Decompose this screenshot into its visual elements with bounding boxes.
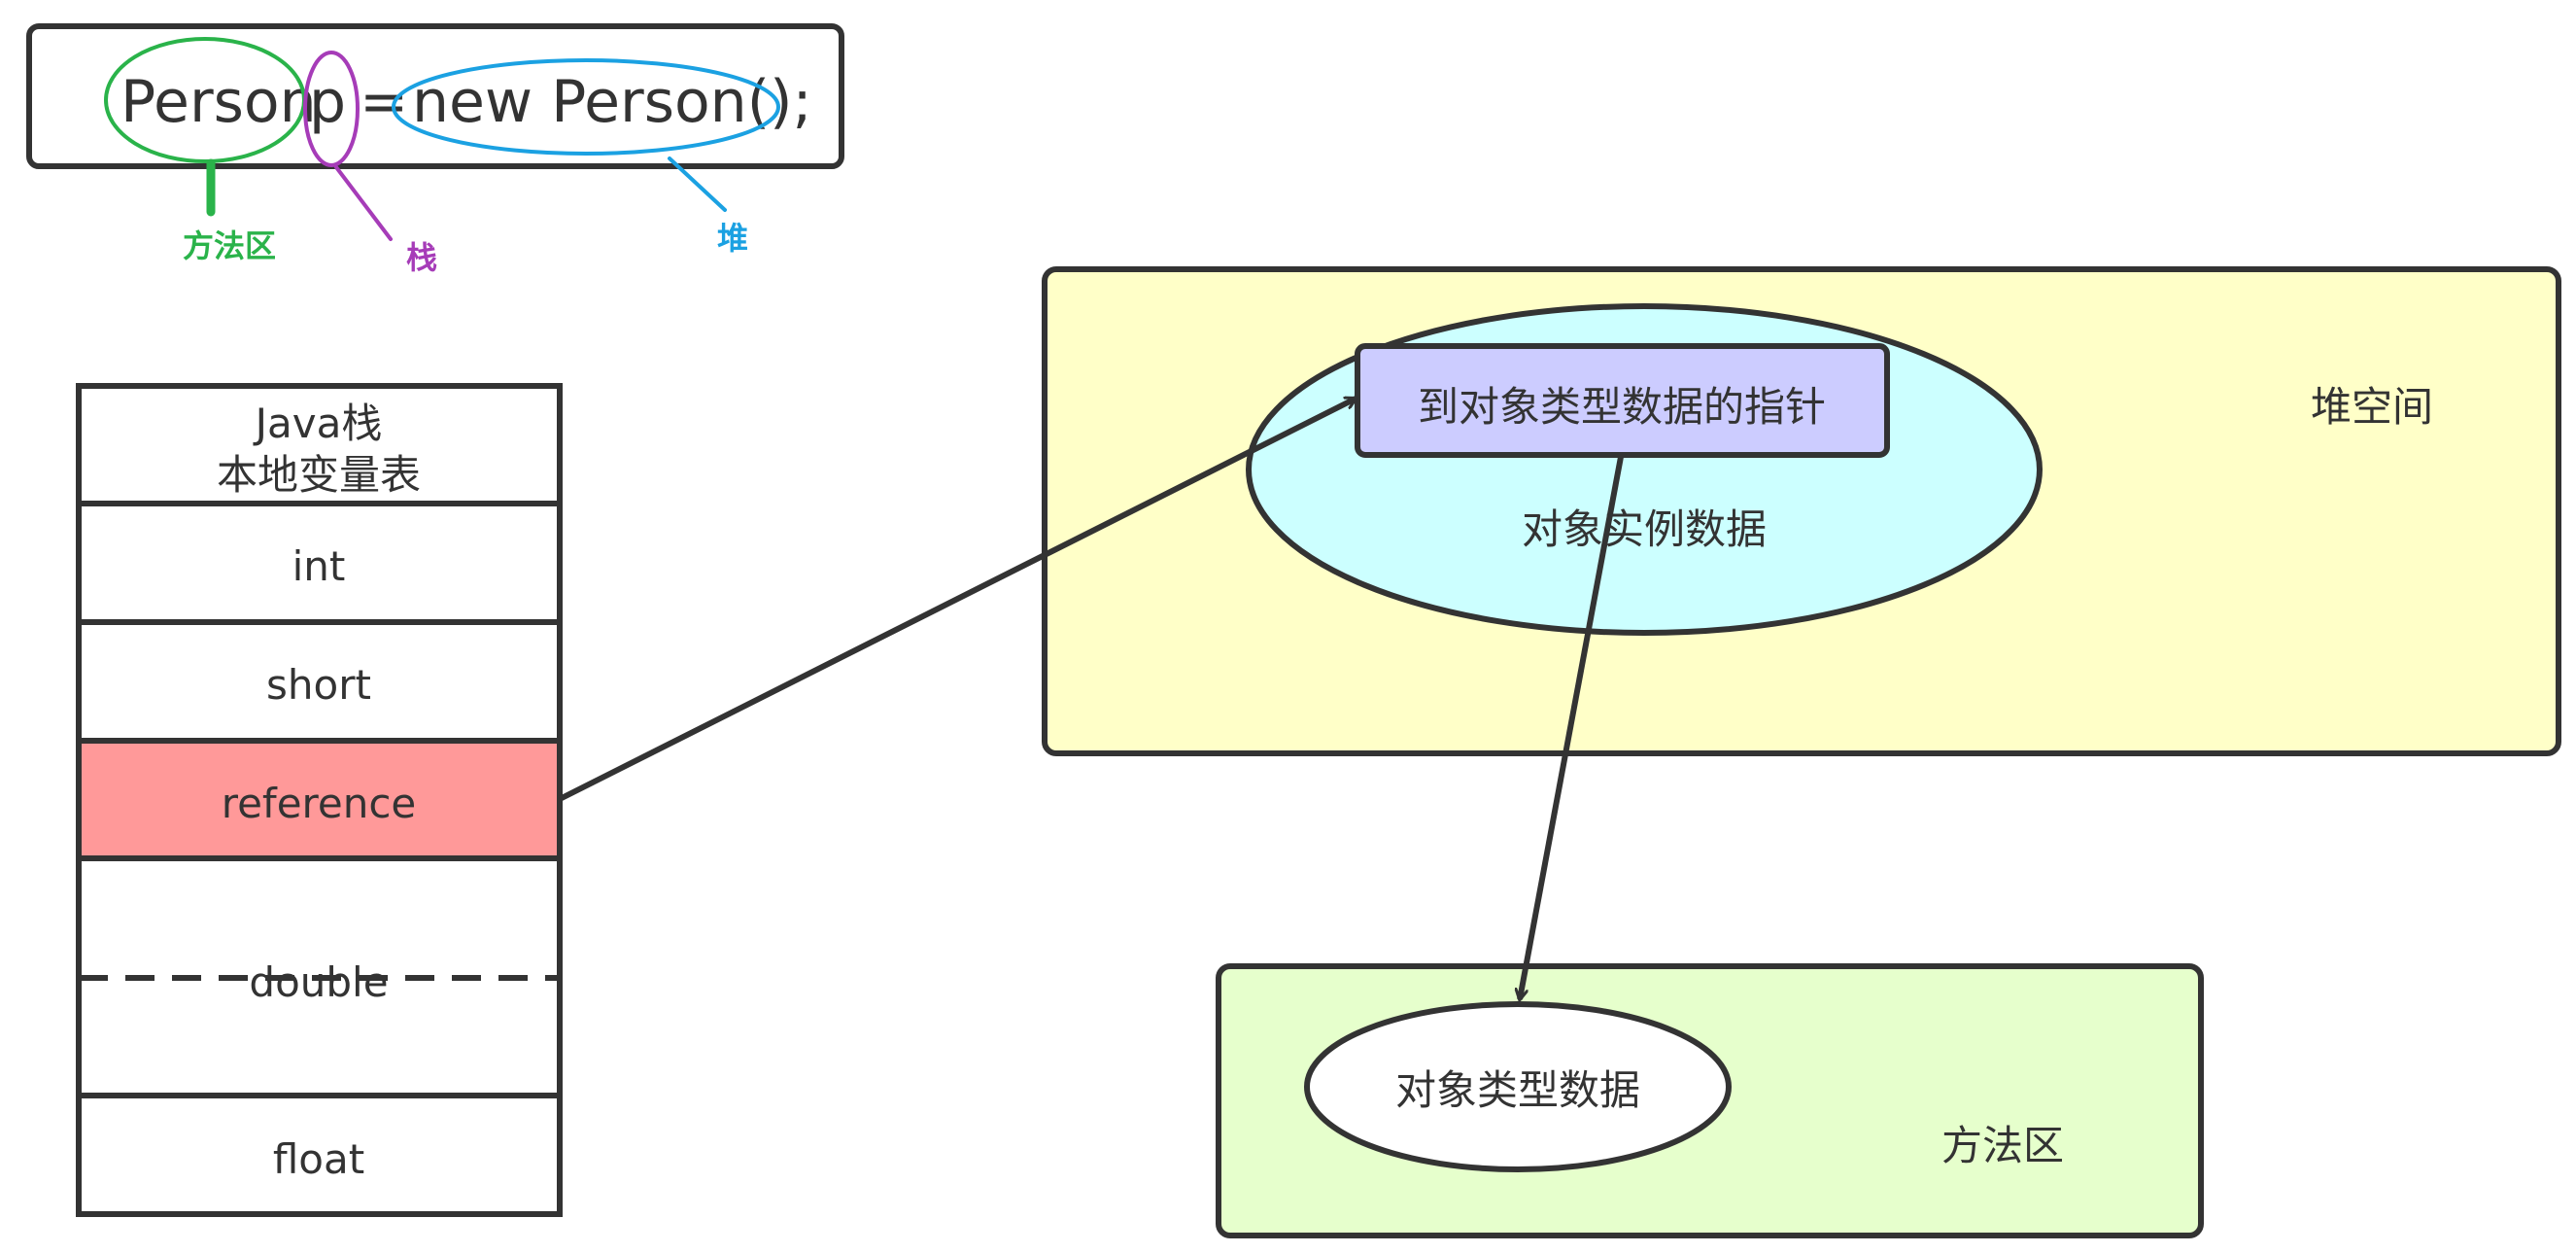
stack-header-line1: Java栈 [253, 400, 383, 447]
stack-marker-line [334, 165, 393, 241]
code-new-expr: new Person(); [412, 68, 812, 136]
stack-header-line2: 本地变量表 [217, 451, 421, 499]
stack-cell-int-label: int [292, 542, 346, 590]
object-type-data-label: 对象类型数据 [1395, 1066, 1640, 1114]
method-area-label: 方法区 [1941, 1122, 2064, 1169]
stack-cell-short-label: short [266, 661, 371, 709]
heap-annotation: 堆 [717, 220, 748, 257]
java-stack-table: Java栈 本地变量表 int short reference double f… [76, 383, 563, 1217]
heap-marker-line [668, 157, 727, 212]
stack-header-cell [76, 383, 563, 506]
heap-marker-ellipse [392, 58, 780, 156]
code-equals: = [360, 68, 408, 136]
reference-to-pointer-arrow [558, 396, 1356, 802]
object-instance-data-label: 对象实例数据 [1522, 505, 1767, 553]
heap-space-label: 堆空间 [2311, 383, 2433, 431]
method-area-region: 方法区 对象类型数据 [1216, 963, 2204, 1238]
method-area-annotation: 方法区 [183, 227, 276, 264]
heap-space-region: 堆空间 对象实例数据 到对象类型数据的指针 [1042, 266, 2561, 756]
code-var-token: p [309, 68, 346, 136]
pointer-to-type-data-arrow [1520, 456, 1624, 999]
type-pointer-label: 到对象类型数据的指针 [1418, 383, 1826, 431]
stack-annotation: 栈 [406, 239, 437, 276]
stack-cell-float-label: float [273, 1135, 364, 1183]
stack-cell-float [76, 1093, 563, 1217]
code-type-token: Person [120, 68, 317, 136]
stack-marker-ellipse [303, 51, 360, 167]
code-line-group: Person p = new Person(); 方法区 栈 堆 [26, 23, 844, 276]
stack-cell-reference-label: reference [222, 780, 417, 827]
stack-cell-double-label: double [249, 958, 388, 1006]
object-type-data-ellipse [1304, 1001, 1732, 1172]
